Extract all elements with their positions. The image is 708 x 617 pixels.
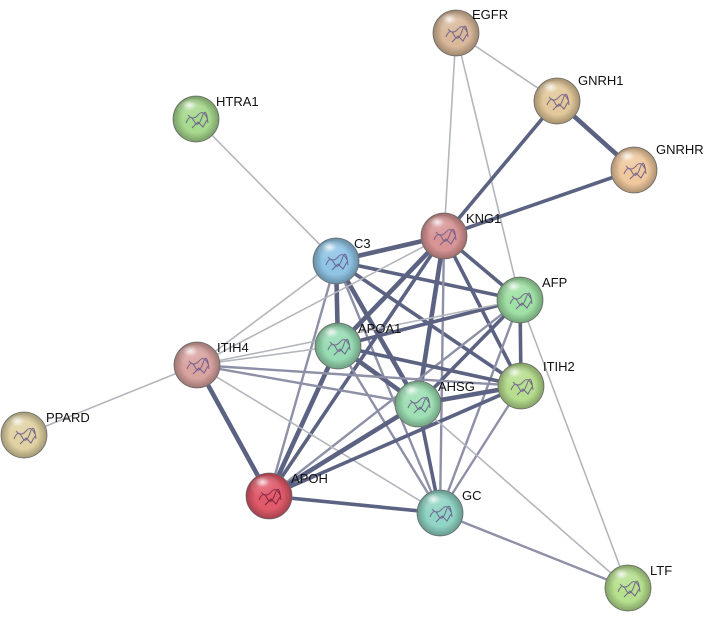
node-label-itih4: ITIH4 bbox=[217, 340, 249, 355]
node-c3[interactable]: C3 bbox=[312, 236, 371, 285]
edge-gc-ltf bbox=[438, 511, 630, 590]
node-label-ahsg: AHSG bbox=[438, 379, 475, 394]
edge-c3-gc bbox=[334, 259, 442, 515]
node-afp[interactable]: AFP bbox=[496, 275, 567, 324]
node-label-htra1: HTRA1 bbox=[216, 94, 259, 109]
node-egfr[interactable]: EGFR bbox=[432, 7, 508, 57]
edge-itih2-gc bbox=[438, 384, 523, 515]
node-itih4[interactable]: ITIH4 bbox=[173, 340, 249, 389]
edge-kng1-apoh bbox=[267, 234, 446, 498]
edge-gnrhr-kng1 bbox=[442, 168, 636, 238]
node-highlight bbox=[179, 345, 209, 367]
node-kng1[interactable]: KNG1 bbox=[420, 211, 501, 260]
edge-kng1-gc bbox=[438, 234, 446, 515]
node-htra1[interactable]: HTRA1 bbox=[172, 94, 259, 143]
edge-kng1-apoa1 bbox=[335, 233, 447, 349]
node-highlight bbox=[422, 493, 452, 515]
edge-ahsg-ltf bbox=[417, 403, 629, 589]
node-apoa1[interactable]: APOA1 bbox=[314, 321, 401, 370]
node-apoh[interactable]: APOH bbox=[245, 471, 328, 520]
node-label-ltf: LTF bbox=[650, 563, 672, 578]
edge-itih4-ahsg bbox=[195, 363, 420, 406]
edge-afp-ahsg bbox=[416, 298, 522, 406]
node-label-apoa1: APOA1 bbox=[358, 321, 401, 336]
node-highlight bbox=[539, 81, 569, 103]
edge-layer bbox=[23, 32, 637, 590]
edge-itih4-gc bbox=[196, 364, 441, 514]
edge-apoa1-gc bbox=[336, 344, 442, 515]
node-gnrhr[interactable]: GNRHR bbox=[610, 142, 704, 194]
node-gnrh1[interactable]: GNRH1 bbox=[533, 73, 624, 125]
node-highlight bbox=[610, 568, 640, 590]
node-highlight bbox=[251, 476, 281, 498]
edge-afp-ltf bbox=[519, 299, 629, 589]
edge-htra1-c3 bbox=[195, 118, 337, 262]
edge-itih4-ppard bbox=[23, 364, 198, 436]
edge-ahsg-apoh bbox=[266, 401, 421, 499]
node-highlight bbox=[178, 99, 208, 121]
edge-apoa1-itih2 bbox=[336, 344, 523, 388]
node-highlight bbox=[616, 150, 646, 172]
edge-gnrh1-kng1 bbox=[442, 99, 559, 238]
node-highlight bbox=[400, 384, 430, 406]
node-label-ppard: PPARD bbox=[46, 410, 90, 425]
edge-egfr-afp bbox=[455, 32, 521, 301]
edge-afp-apoa1 bbox=[336, 298, 522, 348]
node-ahsg[interactable]: AHSG bbox=[394, 379, 475, 428]
node-label-gnrh1: GNRH1 bbox=[578, 73, 624, 88]
edge-itih4-apoh bbox=[194, 362, 272, 499]
edge-apoh-gc bbox=[267, 494, 442, 515]
node-label-gc: GC bbox=[462, 488, 482, 503]
node-label-apoh: APOH bbox=[291, 471, 328, 486]
node-label-gnrhr: GNRHR bbox=[656, 142, 704, 157]
node-label-kng1: KNG1 bbox=[466, 211, 501, 226]
edge-egfr-kng1 bbox=[443, 32, 457, 237]
node-label-afp: AFP bbox=[542, 275, 567, 290]
node-highlight bbox=[426, 216, 456, 238]
node-highlight bbox=[503, 366, 533, 388]
node-highlight bbox=[502, 280, 532, 302]
node-highlight bbox=[438, 13, 468, 35]
node-ltf[interactable]: LTF bbox=[604, 563, 672, 612]
edge-kng1-itih4 bbox=[196, 235, 445, 366]
node-label-itih2: ITIH2 bbox=[543, 359, 575, 374]
node-highlight bbox=[320, 326, 350, 348]
edge-itih2-apoh bbox=[267, 384, 523, 498]
node-label-c3: C3 bbox=[354, 236, 371, 251]
edge-c3-itih4 bbox=[196, 260, 337, 366]
node-gc[interactable]: GC bbox=[416, 488, 482, 537]
edge-apoa1-apoh bbox=[266, 343, 341, 499]
node-highlight bbox=[6, 415, 36, 437]
edge-c3-apoh bbox=[267, 259, 338, 498]
node-itih2[interactable]: ITIH2 bbox=[497, 359, 575, 410]
node-highlight bbox=[318, 241, 348, 263]
edge-afp-apoh bbox=[267, 298, 522, 498]
edge-c3-afp bbox=[334, 259, 522, 302]
node-ppard[interactable]: PPARD bbox=[0, 410, 90, 459]
edge-itih4-itih2 bbox=[195, 363, 523, 388]
edge-afp-itih4 bbox=[196, 299, 521, 366]
edge-apoa1-itih4 bbox=[196, 345, 339, 366]
edge-afp-gc bbox=[438, 298, 522, 515]
node-label-egfr: EGFR bbox=[472, 7, 508, 22]
